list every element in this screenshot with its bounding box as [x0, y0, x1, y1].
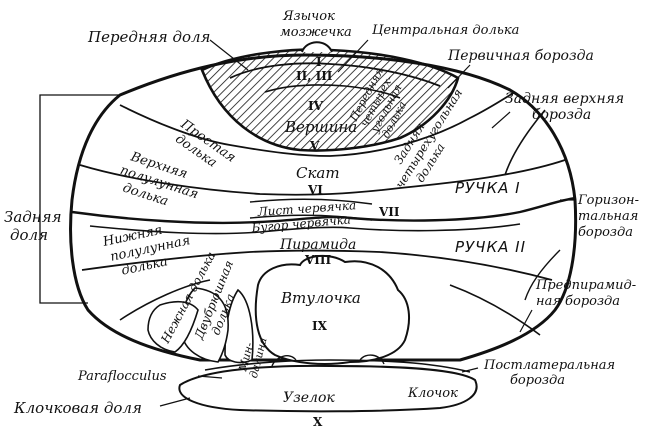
leader-postlateral — [461, 367, 479, 373]
posterior-superior-fissure — [79, 159, 566, 196]
label-zadnyaya-dolya-2: доля — [10, 226, 48, 244]
roman-8: VIII — [304, 253, 332, 267]
label-gorizont-1: Горизон- — [577, 193, 639, 208]
leader-paraflocculus — [197, 375, 223, 379]
label-ruchka2: РУЧКА II — [455, 238, 526, 256]
gracile-outline — [147, 300, 199, 353]
leader-klochkovaya — [159, 397, 191, 407]
leader-centralnaya — [337, 39, 369, 73]
lingula-bump — [301, 41, 333, 53]
horizontal-fissure-2 — [89, 223, 521, 235]
label-postlateral-1: Постлатеральная — [483, 358, 615, 373]
roman-1: I — [316, 55, 322, 69]
nodulus-bump-right — [359, 354, 385, 365]
leader-predpiramid — [519, 309, 533, 333]
label-vtulochka: Втулочка — [280, 289, 361, 307]
label-klochkovaya: Клочковая доля — [13, 399, 142, 417]
anterior-inner-contour — [229, 62, 441, 87]
roman-2-3: II, III — [296, 69, 333, 83]
label-zadnyaya-verkhnyaya-1: Задняя верхняя — [505, 91, 624, 107]
label-ruchka1: РУЧКА I — [455, 179, 521, 197]
prepyramidal-fissure — [81, 249, 553, 281]
roman-10: X — [313, 415, 323, 429]
label-postlateral-2: борозда — [510, 373, 565, 388]
anterior-inner-contour-2 — [264, 84, 401, 99]
label-piramida: Пирамида — [279, 237, 356, 253]
leader-pervichnaya — [447, 64, 471, 89]
label-paraflocculus: Paraflocculus — [77, 369, 167, 384]
uvula-outline — [254, 254, 411, 365]
label-gorizont-2: тальная — [578, 209, 638, 224]
label-klochok: Клочок — [407, 386, 458, 401]
leader-zadnyaya-verkhnyaya — [491, 111, 511, 129]
lower-fissure-left — [119, 279, 211, 321]
label-gorizont-3: борозда — [578, 225, 633, 240]
leader-perednyaya — [209, 39, 249, 71]
label-skat: Скат — [296, 164, 340, 182]
paraflocculus-band — [204, 359, 471, 373]
roman-9: IX — [312, 319, 328, 333]
label-mozzhechka: мозжечка — [280, 25, 352, 40]
roman-7: VII — [378, 205, 400, 219]
label-pervichnaya: Первичная борозда — [447, 48, 594, 64]
label-list: Лист червячка — [256, 198, 356, 219]
vermis-tuber-band — [249, 214, 373, 221]
roman-6: VI — [307, 183, 323, 197]
label-tsentralnaya: Центральная долька — [372, 23, 519, 38]
label-yazychok: Язычок — [282, 9, 335, 24]
nodulus-bump-left — [271, 355, 297, 367]
label-perednyaya-dolya: Передняя доля — [87, 28, 210, 46]
notch-right — [504, 109, 546, 176]
flocculonodular-lobe — [178, 364, 478, 413]
notch-right-2 — [524, 249, 561, 301]
primary-fissure — [119, 91, 516, 157]
label-uzelok: Узелок — [283, 390, 335, 406]
posterior-lobe-bracket — [39, 94, 120, 304]
vermis-folium-band — [249, 198, 373, 205]
label-zadnyaya-verkhnyaya-2: борозда — [532, 107, 591, 123]
roman-4: IV — [308, 99, 324, 113]
label-predpiramid-2: ная борозда — [536, 294, 620, 309]
roman-5: V — [309, 139, 320, 153]
label-zadnyaya-dolya-1: Задняя — [4, 208, 62, 226]
lower-fissure-right — [449, 284, 541, 336]
label-predpiramid-1: Предпирамид- — [535, 278, 636, 293]
label-vershina: Вершина — [284, 118, 357, 136]
